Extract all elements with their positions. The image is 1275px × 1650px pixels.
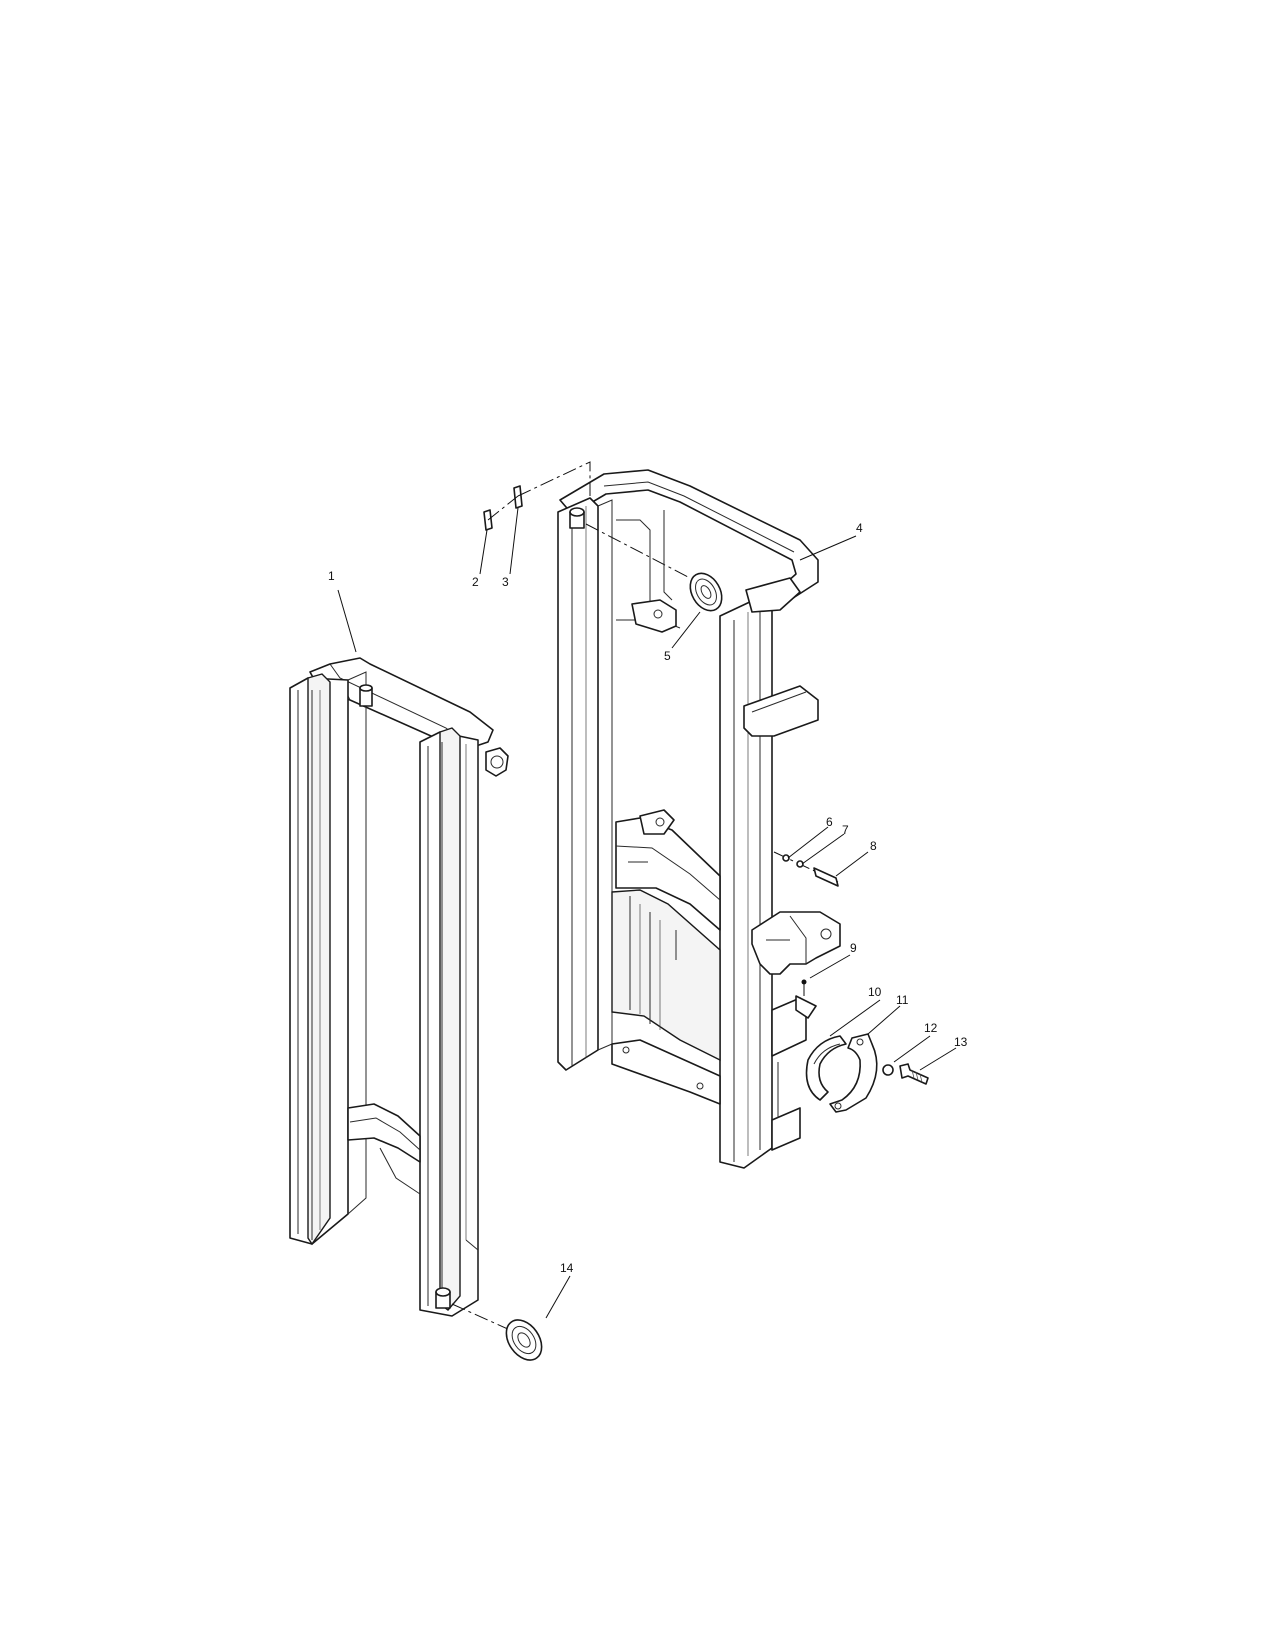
callout-11: 11 xyxy=(896,993,909,1007)
pin-hardware-6-7-8 xyxy=(773,851,839,887)
outer-mast-side-bracket xyxy=(743,685,819,737)
callout-1: 1 xyxy=(328,569,335,583)
inner-mast-assembly xyxy=(289,657,509,1317)
callout-14: 14 xyxy=(560,1261,574,1275)
callout-13: 13 xyxy=(954,1035,968,1049)
callout-4: 4 xyxy=(856,521,863,535)
washer-7 xyxy=(796,860,804,868)
callout-6: 6 xyxy=(826,815,833,829)
callout-10: 10 xyxy=(868,985,882,999)
callout-2: 2 xyxy=(472,575,479,589)
shim-plate-3 xyxy=(513,485,523,509)
tilt-cylinder-bracket xyxy=(751,911,841,975)
bolt-8 xyxy=(813,867,839,887)
inner-mast-lug xyxy=(485,747,509,777)
bolt-hardware-12-13 xyxy=(882,1063,929,1085)
outer-mast-left-rail xyxy=(557,497,599,1071)
clamp-half-11 xyxy=(829,1033,878,1113)
bushing-10 xyxy=(805,1035,847,1101)
bolt-13 xyxy=(899,1063,929,1085)
callout-8: 8 xyxy=(870,839,877,853)
inner-mast-bottom-crossmember xyxy=(347,1103,421,1163)
grease-fitting-9 xyxy=(795,979,817,1019)
callout-3: 3 xyxy=(502,575,509,589)
callout-12: 12 xyxy=(924,1021,938,1035)
callout-5: 5 xyxy=(664,649,671,663)
clamp-10-11 xyxy=(805,1033,878,1113)
shim-plates-2-3 xyxy=(483,461,591,531)
roller-bearing-5 xyxy=(585,523,723,612)
callout-labels: 1 2 3 4 5 6 7 8 9 10 11 12 13 14 xyxy=(328,521,968,1275)
outer-mast-assembly xyxy=(557,469,819,1169)
callout-7: 7 xyxy=(842,823,849,837)
callout-9: 9 xyxy=(850,941,857,955)
roller-bearing-14 xyxy=(451,1303,543,1361)
outer-mast-right-rail xyxy=(719,599,773,1169)
outer-mast-base-plate xyxy=(611,1039,721,1105)
outer-mast-lower-crossmember xyxy=(611,889,721,1062)
pin-6 xyxy=(782,854,790,862)
outer-mast-upper-bracket xyxy=(745,577,801,613)
washer-12 xyxy=(882,1064,894,1076)
leader-lines xyxy=(337,507,957,1319)
